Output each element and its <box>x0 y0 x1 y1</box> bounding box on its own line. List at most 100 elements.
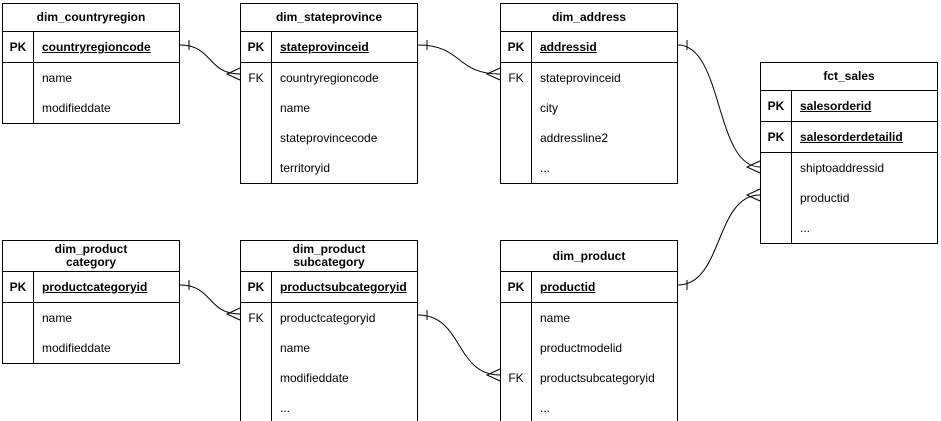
field-row[interactable]: city <box>501 93 677 123</box>
connector-dim_product_subcategory-dim_product[interactable] <box>417 310 501 382</box>
key-label <box>761 183 792 213</box>
key-label <box>761 213 792 243</box>
field-name: territoryid <box>280 161 331 175</box>
field-name: salesorderdetailid <box>800 130 903 144</box>
key-label <box>501 93 532 123</box>
field-row[interactable]: productmodelid <box>501 333 677 363</box>
primary-key-row[interactable]: PK stateprovinceid <box>241 32 417 63</box>
field-row[interactable]: FK productsubcategoryid <box>501 363 677 393</box>
key-label <box>3 93 34 123</box>
connector-dim_stateprovince-dim_address[interactable] <box>417 40 501 81</box>
field-row[interactable]: ... <box>501 153 677 183</box>
key-label: PK <box>761 91 792 121</box>
crow-foot-many-icon <box>745 160 761 174</box>
connector-dim_address-fct_sales[interactable] <box>677 40 761 174</box>
key-label <box>501 153 532 183</box>
field-name: productcategoryid <box>280 311 376 325</box>
key-label: FK <box>241 303 272 333</box>
field-row[interactable]: name <box>3 63 179 93</box>
key-label: PK <box>501 272 532 302</box>
field-row[interactable]: name <box>3 303 179 333</box>
field-name: addressid <box>540 40 597 54</box>
crow-foot-many-icon <box>485 67 501 81</box>
key-label <box>761 153 792 183</box>
relationship-line <box>677 194 761 286</box>
field-row[interactable]: modifieddate <box>3 333 179 363</box>
field-name: name <box>280 341 311 355</box>
primary-key-row[interactable]: PK addressid <box>501 32 677 63</box>
field-name: productmodelid <box>540 341 623 355</box>
field-row[interactable]: shiptoaddressid <box>761 153 937 183</box>
field-name: name <box>42 311 73 325</box>
field-name: stateprovinceid <box>280 40 369 54</box>
field-name: productsubcategoryid <box>540 371 655 385</box>
key-label <box>241 363 272 393</box>
field-row[interactable]: name <box>501 303 677 333</box>
field-name: ... <box>540 161 551 175</box>
field-row[interactable]: FK countryregioncode <box>241 63 417 93</box>
relationship-line <box>677 44 761 168</box>
field-name: city <box>540 101 558 115</box>
primary-key-row[interactable]: PK salesorderid <box>761 91 937 122</box>
key-label <box>241 333 272 363</box>
field-row[interactable]: ... <box>501 393 677 421</box>
field-row[interactable]: productid <box>761 183 937 213</box>
key-label: PK <box>3 272 34 302</box>
key-label <box>241 393 272 421</box>
field-name: modifieddate <box>280 371 349 385</box>
field-row[interactable]: modifieddate <box>3 93 179 123</box>
field-row[interactable]: name <box>241 93 417 123</box>
key-label <box>3 63 34 93</box>
table-body: name modifieddate <box>3 63 179 123</box>
table-title: fct_sales <box>761 63 937 91</box>
key-label: PK <box>241 32 272 62</box>
field-name: countryregioncode <box>280 71 379 85</box>
field-row[interactable]: stateprovincecode <box>241 123 417 153</box>
key-label <box>501 303 532 333</box>
field-name: modifieddate <box>42 101 111 115</box>
key-label <box>3 333 34 363</box>
relationship-line <box>417 44 501 75</box>
table-body: FK productcategoryid name modifieddate... <box>241 303 417 421</box>
field-name: salesorderid <box>800 99 872 113</box>
field-row[interactable]: territoryid <box>241 153 417 183</box>
key-label: FK <box>241 63 272 93</box>
field-name: name <box>42 71 73 85</box>
connector-dim_countryregion-dim_stateprovince[interactable] <box>179 40 241 81</box>
field-name: addressline2 <box>540 131 609 145</box>
field-row[interactable]: name <box>241 333 417 363</box>
key-label <box>501 393 532 421</box>
field-row[interactable]: modifieddate <box>241 363 417 393</box>
field-name: countryregioncode <box>42 40 151 54</box>
field-row[interactable]: FK productcategoryid <box>241 303 417 333</box>
key-label <box>501 123 532 153</box>
field-name: stateprovinceid <box>540 71 621 85</box>
field-row[interactable]: addressline2 <box>501 123 677 153</box>
field-name: name <box>540 311 571 325</box>
field-row[interactable]: ... <box>761 213 937 243</box>
connector-dim_product-fct_sales[interactable] <box>677 188 761 290</box>
connector-dim_product_category-dim_product_subcategory[interactable] <box>179 280 241 321</box>
field-row[interactable]: ... <box>241 393 417 421</box>
key-label: PK <box>501 32 532 62</box>
key-label: PK <box>241 272 272 302</box>
key-label: FK <box>501 363 532 393</box>
crow-foot-many-icon <box>225 307 241 321</box>
field-name: ... <box>540 401 551 415</box>
